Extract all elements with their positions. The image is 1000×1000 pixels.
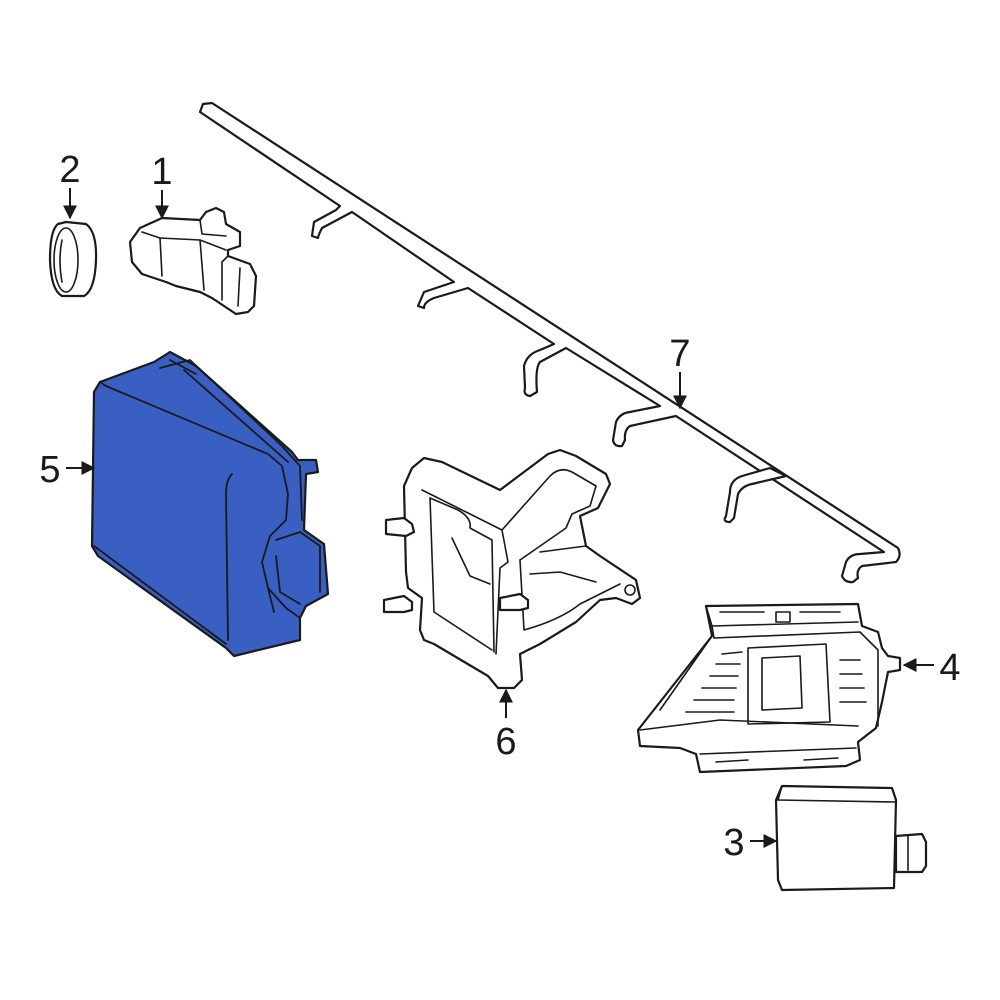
module-body (90, 350, 330, 658)
callout-5: 5 (39, 449, 60, 491)
callout-2: 2 (59, 149, 80, 191)
wiring-harness-part-7[interactable] (198, 101, 901, 584)
housing-part-4[interactable] (636, 602, 902, 774)
callout-6: 6 (495, 721, 516, 763)
sensor-part-1[interactable] (128, 206, 258, 316)
callout-4: 4 (939, 647, 960, 689)
bracket-part-6[interactable] (382, 448, 642, 690)
control-module-part-5[interactable] (90, 350, 330, 658)
sensor-module-part-3[interactable] (774, 784, 928, 892)
cap-part-2[interactable] (48, 220, 98, 298)
callout-leaders (63, 188, 934, 848)
callout-3: 3 (723, 822, 744, 864)
callout-7: 7 (669, 333, 690, 375)
callout-1: 1 (151, 151, 172, 193)
